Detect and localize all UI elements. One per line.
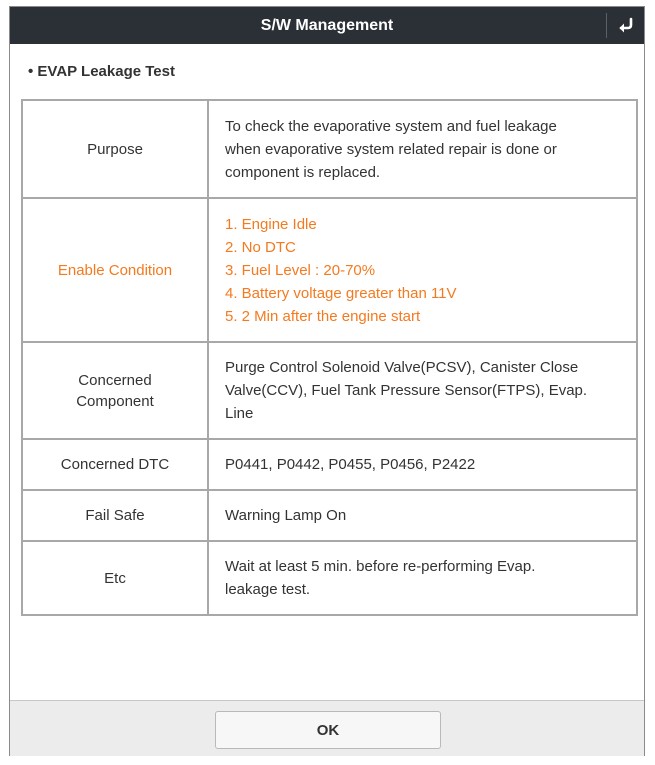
enable-condition-label: Enable Condition bbox=[21, 197, 209, 343]
condition-item: 1. Engine Idle bbox=[225, 215, 317, 233]
component-line: Valve(CCV), Fuel Tank Pressure Sensor(FT… bbox=[225, 382, 588, 399]
dialog-title: S/W Management bbox=[260, 17, 394, 34]
etc-value: Wait at least 5 min. before re-performin… bbox=[207, 540, 638, 616]
fail-safe-value: Warning Lamp On bbox=[207, 489, 638, 542]
condition-item: 4. Battery voltage greater than 11V bbox=[225, 284, 457, 302]
concerned-dtc-label: Concerned DTC bbox=[21, 438, 209, 491]
enable-condition-value: 1. Engine Idle 2. No DTC 3. Fuel Level :… bbox=[207, 197, 638, 343]
purpose-value: To check the evaporative system and fuel… bbox=[207, 99, 638, 199]
title-divider bbox=[606, 13, 607, 38]
condition-item: 3. Fuel Level : 20-70% bbox=[225, 261, 376, 279]
title-bar: S/W Management bbox=[10, 7, 644, 44]
component-line: Purge Control Solenoid Valve(PCSV), Cani… bbox=[225, 359, 579, 376]
purpose-label: Purpose bbox=[21, 99, 209, 199]
table-row: Enable Condition 1. Engine Idle 2. No DT… bbox=[21, 197, 638, 343]
purpose-line: component is replaced. bbox=[225, 163, 381, 181]
dialog-footer: OK bbox=[10, 700, 644, 756]
etc-line: Wait at least 5 min. before re-performin… bbox=[225, 558, 536, 575]
table-row: Purpose To check the evaporative system … bbox=[21, 99, 638, 199]
test-info-table: Purpose To check the evaporative system … bbox=[21, 99, 638, 616]
condition-item: 2. No DTC bbox=[225, 238, 296, 256]
concerned-component-value: Purge Control Solenoid Valve(PCSV), Cani… bbox=[207, 341, 638, 440]
table-row: Etc Wait at least 5 min. before re-perfo… bbox=[21, 540, 638, 616]
table-row: Fail Safe Warning Lamp On bbox=[21, 489, 638, 542]
concerned-component-label: Concerned Component bbox=[21, 341, 209, 440]
section-title: • EVAP Leakage Test bbox=[28, 63, 175, 80]
purpose-line: when evaporative system related repair i… bbox=[225, 140, 557, 158]
fail-safe-label: Fail Safe bbox=[21, 489, 209, 542]
etc-line: leakage test. bbox=[225, 581, 311, 598]
purpose-line: To check the evaporative system and fuel… bbox=[225, 117, 557, 135]
etc-label: Etc bbox=[21, 540, 209, 616]
label-line: Component bbox=[76, 392, 154, 410]
return-arrow-icon bbox=[619, 17, 633, 32]
ok-button[interactable]: OK bbox=[215, 711, 441, 749]
label-line: Concerned bbox=[78, 371, 152, 389]
component-line: Line bbox=[225, 405, 254, 422]
table-row: Concerned DTC P0441, P0442, P0455, P0456… bbox=[21, 438, 638, 491]
sw-management-dialog: S/W Management • EVAP Leakage Test Purpo… bbox=[9, 6, 645, 756]
back-button[interactable] bbox=[608, 7, 644, 44]
table-row: Concerned Component Purge Control Soleno… bbox=[21, 341, 638, 440]
condition-item: 5. 2 Min after the engine start bbox=[225, 307, 421, 325]
concerned-dtc-value: P0441, P0442, P0455, P0456, P2422 bbox=[207, 438, 638, 491]
